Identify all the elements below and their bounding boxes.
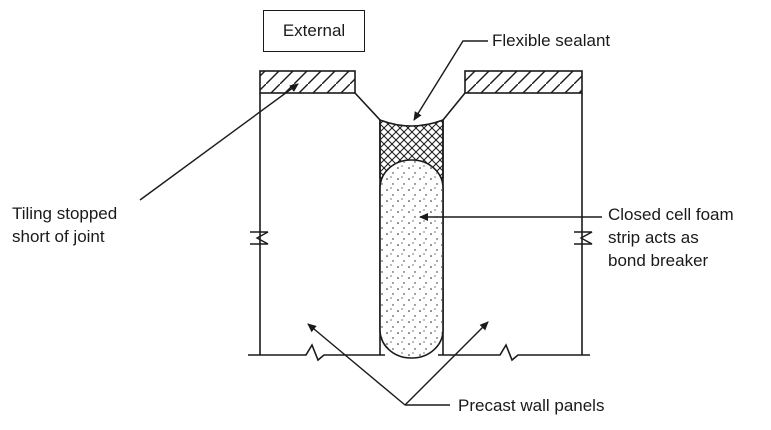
- left-bottom-break-line: [248, 343, 385, 362]
- external-label-box: External: [263, 10, 365, 52]
- right-bottom-break-line: [438, 343, 590, 362]
- left-break-mark: [250, 231, 269, 245]
- foam-label-line2: strip acts as: [608, 228, 699, 247]
- precast-wall-panels-label: Precast wall panels: [458, 396, 605, 415]
- right-break-mark: [574, 231, 593, 245]
- precast-leader-left: [307, 323, 406, 406]
- tiling-leader: [139, 83, 299, 201]
- sealant-leader: [413, 40, 488, 121]
- left-precast-panel: [259, 92, 381, 355]
- tiling-label-line1: Tiling stopped: [12, 204, 118, 223]
- tiling-label-line2: short of joint: [12, 227, 105, 246]
- foam-label-line3: bond breaker: [608, 251, 709, 270]
- right-precast-panel: [442, 92, 583, 355]
- external-label: External: [282, 21, 346, 40]
- foam-strip-texture: [381, 161, 442, 357]
- right-tile-strip: [464, 70, 583, 94]
- flexible-sealant-label: Flexible sealant: [492, 31, 611, 50]
- precast-leader-right: [404, 321, 489, 406]
- left-tile-strip: [259, 70, 356, 94]
- foam-label-line1: Closed cell foam: [608, 205, 734, 224]
